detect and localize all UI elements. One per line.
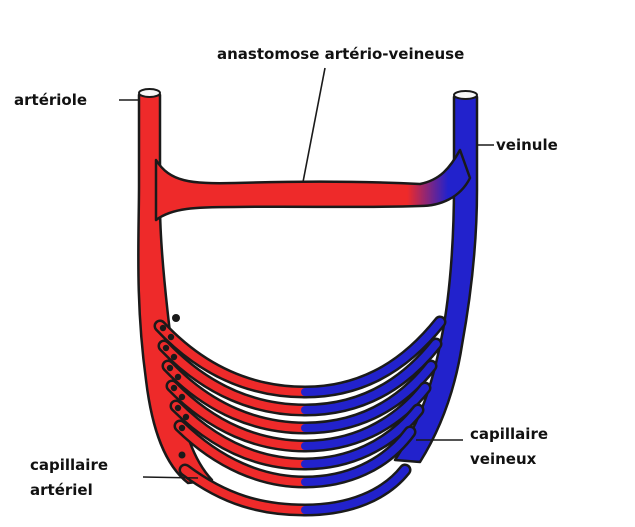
capillary-2 [157,337,443,417]
capillary-3 [161,359,438,435]
label-veinule: veinule [496,136,558,154]
capillary-5 [169,399,425,471]
capillary-6 [173,419,417,489]
leader-lines [119,67,494,479]
label-capillaire-veineux-line1: capillaire [470,425,548,443]
leader-capillaire-arteriel [142,476,199,479]
arteriole-opening [138,88,161,98]
capillary-4 [165,379,432,453]
label-anastomose: anastomose artério-veineuse [217,45,464,63]
capillary-network [153,315,447,517]
anastomose-vessel [154,148,472,222]
veinule-opening [453,90,478,100]
precapillary-sphincters [159,314,190,459]
label-capillaire-veineux-line2: veineux [470,450,537,468]
label-capillaire-arteriel-line1: capillaire [30,456,108,474]
label-arteriole: artériole [14,91,87,109]
capillary-1 [153,315,447,399]
capillary-outer [178,463,412,517]
leader-anastomose [302,67,326,183]
label-capillaire-arteriel-line2: artériel [30,481,93,499]
